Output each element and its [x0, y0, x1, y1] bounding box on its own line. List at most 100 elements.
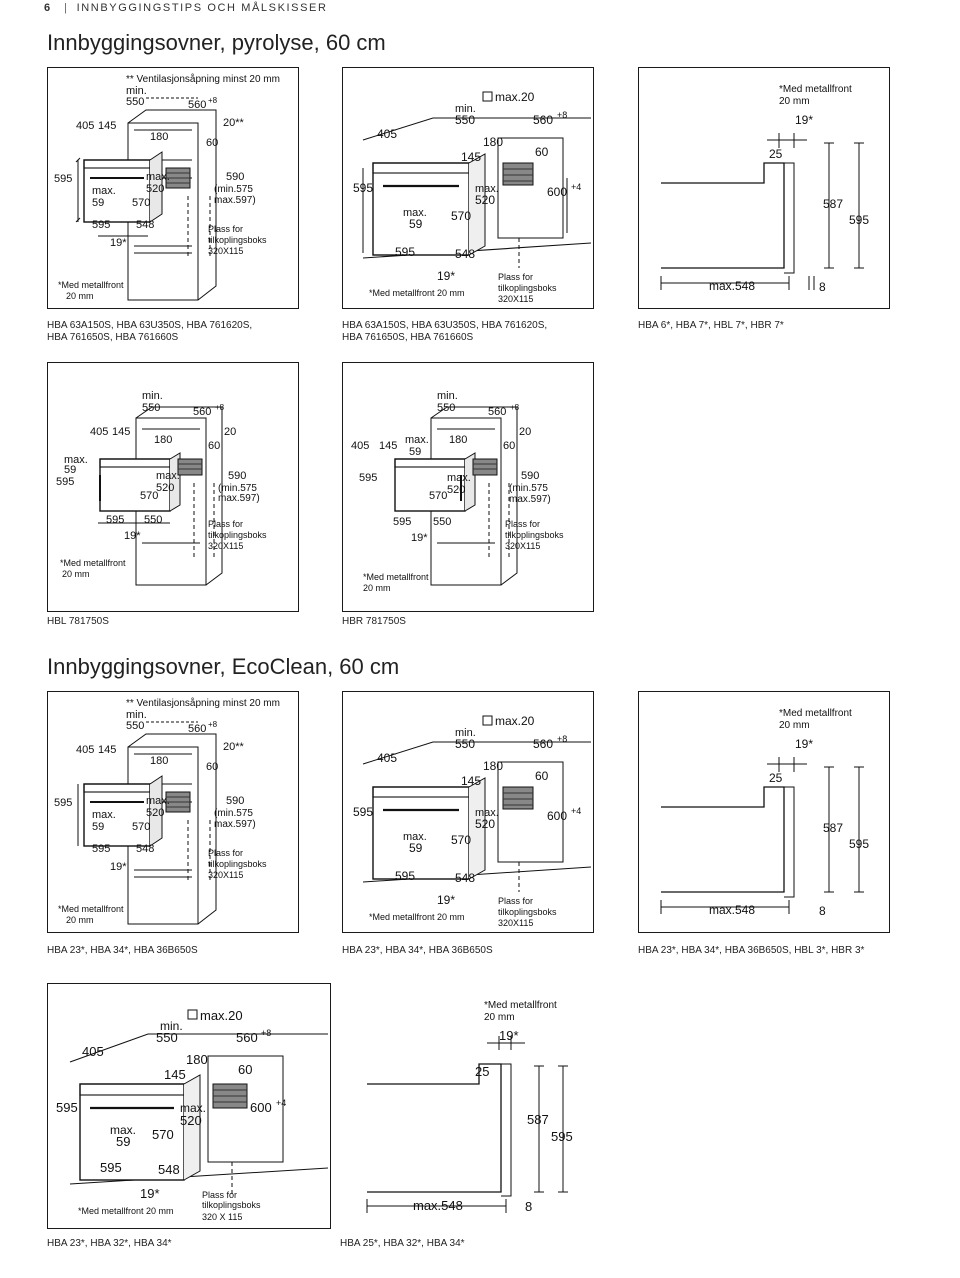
label-box: 320X115: [498, 918, 533, 928]
label-550: 550: [156, 1030, 178, 1045]
label-595: 595: [849, 837, 869, 851]
label-max: max.: [156, 470, 180, 482]
label-plus8: +8: [215, 403, 225, 412]
label-20: 20: [224, 426, 236, 438]
label-medmetall: *Med metallfront 20 mm: [369, 912, 465, 922]
diagram-hbl-cabinet: min. 550 560 +8 20 405 145 180 60 max. 5…: [56, 390, 267, 586]
label-plus8: +8: [557, 734, 567, 744]
label-595: 595: [849, 213, 869, 227]
label-medmetall: *Med metallfront: [484, 1000, 557, 1011]
page-number: 6: [44, 2, 51, 14]
label-548: 548: [455, 247, 475, 261]
label-570: 570: [132, 821, 150, 833]
label-medmetall: *Med metallfront: [779, 708, 852, 719]
label-25: 25: [769, 771, 783, 785]
figure-pyrolyse-cabinet: ** Ventilasjonsåpning minst 20 mm min. 5…: [47, 67, 299, 309]
label-tilk: tilkoplingsboks: [202, 1200, 261, 1210]
label-595: 595: [56, 476, 74, 488]
label-560: 560: [533, 113, 553, 127]
label-25: 25: [475, 1064, 489, 1079]
label-20mm: 20 mm: [66, 291, 94, 301]
label-medmetall: *Med metallfront 20 mm: [369, 288, 465, 298]
caption-p5: HBR 781750S: [342, 616, 406, 627]
label-59: 59: [92, 197, 104, 209]
page-header: 6|INNBYGGINGSTIPS OCH MÅLSKISSER: [44, 0, 328, 16]
label-145: 145: [461, 774, 481, 788]
label-59: 59: [116, 1134, 130, 1149]
label-max: max.: [146, 795, 170, 807]
diagram-pyrolyse-cabinet: ** Ventilasjonsåpning minst 20 mm min. 5…: [54, 73, 280, 301]
label-145: 145: [98, 744, 116, 756]
label-570: 570: [451, 209, 471, 223]
label-590: 590: [228, 470, 246, 482]
diagram-ecoclean-cabinet: ** Ventilasjonsåpning minst 20 mm min. 5…: [54, 697, 280, 925]
label-plus8: +8: [208, 720, 218, 729]
label-595: 595: [359, 472, 377, 484]
label-min: min.: [142, 390, 163, 402]
label-19s: 19*: [437, 269, 455, 283]
label-min: min.: [126, 709, 147, 721]
label-19s: 19*: [110, 861, 127, 873]
label-medmetall: *Med metallfront: [779, 84, 852, 95]
label-20mm: 20 mm: [484, 1012, 515, 1023]
label-max548: max.548: [709, 903, 755, 917]
label-548: 548: [455, 871, 475, 885]
label-8: 8: [819, 904, 826, 918]
label-560: 560: [236, 1030, 258, 1045]
label-548: 548: [136, 219, 154, 231]
figure-ecoclean-counter: min. 550 max.20 560 +8 405 180 60 145 59…: [342, 691, 594, 933]
label-595: 595: [353, 181, 373, 195]
label-595-bottom: 595: [395, 869, 415, 883]
label-19s: 19*: [140, 1186, 160, 1201]
label-587: 587: [527, 1112, 549, 1127]
label-8: 8: [525, 1199, 532, 1214]
label-tilk: tilkoplingsboks: [505, 530, 564, 540]
label-59: 59: [409, 217, 423, 231]
label-180: 180: [483, 135, 503, 149]
caption-p3: HBA 6*, HBA 7*, HBL 7*, HBR 7*: [638, 320, 784, 331]
label-max-top: max.: [405, 434, 429, 446]
label-tilk: tilkoplingsboks: [208, 859, 267, 869]
label-145: 145: [461, 150, 481, 164]
label-19s: 19*: [437, 893, 455, 907]
label-595: 595: [54, 797, 72, 809]
label-plass: Plass for: [498, 896, 533, 906]
label-520: 520: [475, 817, 495, 831]
label-595-bottom: 595: [106, 514, 124, 526]
header-section: INNBYGGINGSTIPS OCH MÅLSKISSER: [76, 2, 328, 14]
label-plass: Plass for: [505, 519, 540, 529]
label-max-59: max.: [110, 1123, 136, 1137]
diagram-pyrolyse-counter: min. 550 max.20 560 +8 405 180 60 145 59…: [353, 90, 592, 304]
label-550-bottom: 550: [144, 514, 162, 526]
label-box: 320X115: [208, 870, 243, 880]
label-405: 405: [351, 440, 369, 452]
label-20ss: 20**: [223, 741, 245, 753]
label-min: min.: [455, 727, 476, 739]
label-59: 59: [64, 464, 76, 476]
label-180: 180: [186, 1052, 208, 1067]
label-550: 550: [437, 402, 455, 414]
figure-hbl-cabinet: min. 550 560 +8 20 405 145 180 60 max. 5…: [47, 362, 299, 612]
label-plass: Plass for: [208, 519, 243, 529]
label-medmetall: *Med metallfront 20 mm: [78, 1206, 174, 1216]
label-max20: max.20: [200, 1008, 243, 1023]
diagram-hbr-cabinet: min. 550 560 +8 20 405 145 max. 59 180 6…: [351, 390, 564, 593]
label-19s: 19*: [795, 113, 813, 127]
label-20mm: 20 mm: [66, 915, 94, 925]
label-595-bottom: 595: [393, 516, 411, 528]
label-145: 145: [112, 426, 130, 438]
label-550: 550: [455, 737, 475, 751]
label-min: min.: [126, 85, 147, 97]
label-max: max.: [475, 183, 499, 195]
label-max: max.: [475, 807, 499, 819]
label-box: 320X115: [505, 541, 540, 551]
label-max: max.: [146, 171, 170, 183]
label-548: 548: [158, 1162, 180, 1177]
figure-ecoclean-cabinet: ** Ventilasjonsåpning minst 20 mm min. 5…: [47, 691, 299, 933]
label-medmetall: *Med metallfront: [363, 572, 429, 582]
label-max20: max.20: [495, 90, 535, 104]
label-max20: max.20: [495, 714, 535, 728]
label-59: 59: [409, 841, 423, 855]
label-box: 320X115: [208, 246, 243, 256]
label-550-bottom: 550: [433, 516, 451, 528]
